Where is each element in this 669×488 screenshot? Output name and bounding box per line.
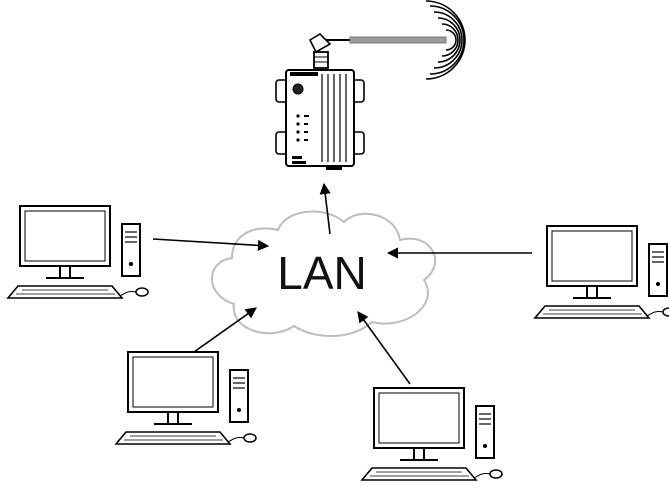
desktop-computer-icon	[534, 225, 669, 319]
arrow-top-left-to-lan	[152, 238, 270, 251]
radio-waves-icon	[425, 0, 466, 80]
desktop-computer-icon	[7, 205, 149, 299]
desktop-computer-icon	[361, 387, 503, 481]
desktop-computer-icon	[115, 351, 257, 445]
router-device-icon	[275, 69, 365, 170]
antenna-icon	[308, 32, 447, 69]
lan-label: LAN	[277, 247, 367, 299]
arrow-lan-to-router	[319, 182, 331, 235]
arrow-bottom-center-to-lan	[357, 311, 411, 385]
arrow-bottom-left-to-lan	[193, 307, 257, 353]
